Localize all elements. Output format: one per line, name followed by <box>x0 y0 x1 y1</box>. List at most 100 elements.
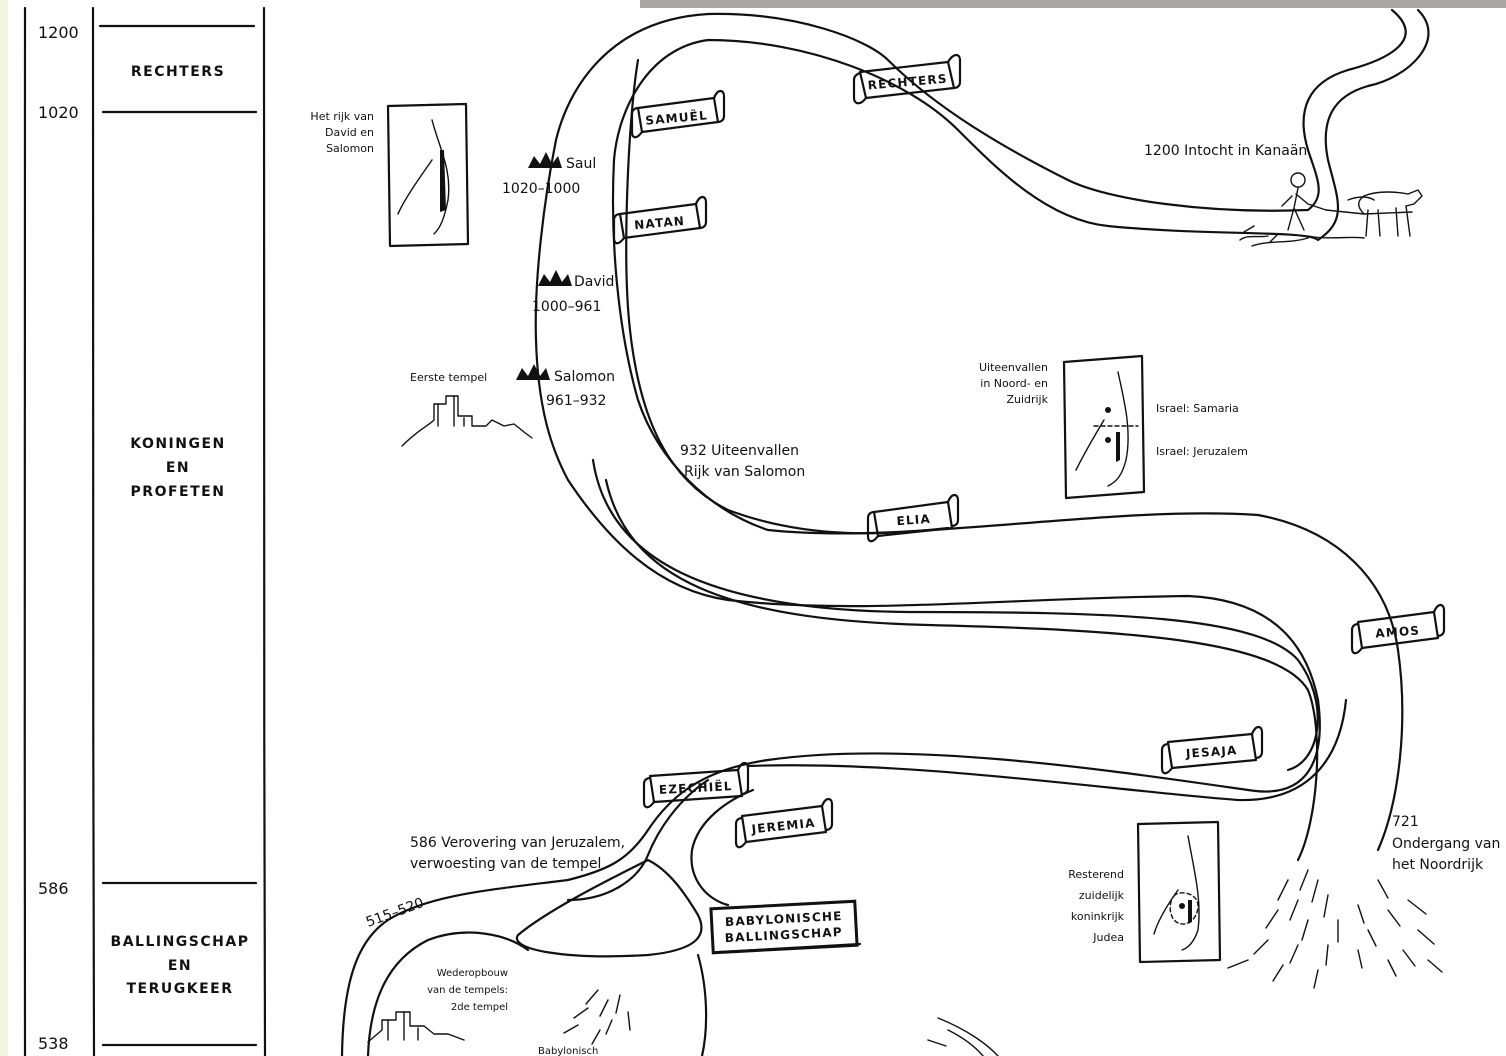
banner-jesaja: JESAJA <box>1160 725 1264 775</box>
crown-icon <box>516 364 550 380</box>
banner-elia-label: ELIA <box>896 512 931 528</box>
note-eerste-tempel: Eerste tempel <box>401 371 533 447</box>
river-bank-inner <box>625 58 950 535</box>
era-ballingschap: BALLINGSCHAP <box>111 934 250 950</box>
resterend-line-4: Judea <box>1092 931 1124 944</box>
timeline-divider <box>91 6 96 1056</box>
river-bank-lower <box>746 698 1348 802</box>
banner-ezechiel: EZECHIËL <box>642 761 750 809</box>
banner-natan: NATAN <box>612 195 708 245</box>
temple-icon <box>401 395 533 447</box>
king-salomon: Salomon 961–932 <box>516 364 615 409</box>
year-label-586: 586 <box>38 879 69 898</box>
river-branch-left <box>566 778 710 902</box>
river-lower-bank <box>366 931 530 1056</box>
sketch-strokes-bottom <box>927 1017 999 1056</box>
year-label-538: 538 <box>38 1034 69 1053</box>
note-intocht: 1200 Intocht in Kanaän <box>1144 143 1307 159</box>
map-uiteenvallen <box>1062 354 1146 500</box>
river-branch-right <box>690 788 755 907</box>
river-bank-upper-right <box>611 8 1430 852</box>
river-timeline-diagram: 1200 1020 586 538 RECHTERS KONINGEN EN P… <box>23 6 1500 1056</box>
era-en: EN <box>166 460 190 476</box>
ondergang-line-3: het Noordrijk <box>1392 857 1484 873</box>
river-bank-outer <box>340 8 1407 1056</box>
king-saul-years: 1020–1000 <box>502 181 580 197</box>
banner-elia: ELIA <box>866 493 960 543</box>
crown-icon <box>528 152 562 168</box>
banner-amos: AMOS <box>1350 603 1446 655</box>
ondergang-line-1: 721 <box>1392 814 1419 830</box>
river <box>340 8 1443 1056</box>
banner-ezechiel-label: EZECHIËL <box>658 778 733 797</box>
rijk-david-line-3: Salomon <box>326 142 374 155</box>
era-koningen: KONINGEN <box>130 436 226 452</box>
river-island <box>515 858 703 958</box>
banner-jeremia-label: JEREMIA <box>750 816 816 837</box>
crown-icon <box>538 270 572 286</box>
rijk-david-line-1: Het rijk van <box>310 110 374 123</box>
babylon-delta-strokes <box>563 989 631 1045</box>
timeline-column: 1200 1020 586 538 RECHTERS KONINGEN EN P… <box>23 6 267 1056</box>
note-verovering: 586 Verovering van Jeruzalem, verwoestin… <box>410 835 625 872</box>
wederopbouw-line-1: Wederopbouw <box>437 968 508 979</box>
year-label-1200: 1200 <box>38 23 79 42</box>
era-terugkeer: TERUGKEER <box>126 981 233 997</box>
timeline-left-border <box>23 6 27 1056</box>
note-babylonisch: Babylonisch <box>538 1046 598 1056</box>
ondergang-line-2: Ondergang van <box>1392 836 1500 852</box>
wederopbouw-line-2: van de tempels: <box>427 985 508 996</box>
banner-jeremia: JEREMIA <box>734 797 834 849</box>
banner-rechters-label: RECHTERS <box>867 72 948 93</box>
king-david-name: David <box>574 274 614 290</box>
king-saul: Saul 1020–1000 <box>502 152 596 197</box>
river-delta-strokes <box>1227 869 1443 989</box>
banner-natan-label: NATAN <box>634 214 686 232</box>
verovering-line-2: verwoesting van de tempel <box>410 856 601 872</box>
note-resterend: Resterend zuidelijk koninkrijk Judea <box>1068 868 1124 944</box>
river-bank-middle <box>591 458 1319 772</box>
banner-rechters: RECHTERS <box>852 53 962 105</box>
era-profeten: PROFETEN <box>131 484 226 500</box>
river-bank-middle-2 <box>604 478 1319 862</box>
uiteenvallen-map-line-1: Uiteenvallen <box>979 361 1048 374</box>
box-babylonische-ballingschap: BABYLONISCHE BALLINGSCHAP <box>709 899 862 955</box>
verovering-line-1: 586 Verovering van Jeruzalem, <box>410 835 625 851</box>
king-david: David 1000–961 <box>532 270 614 315</box>
second-temple-icon <box>367 1011 465 1043</box>
banner-samuel: SAMUËL <box>630 89 726 139</box>
note-uiteenvallen-rijk: 932 Uiteenvallen Rijk van Salomon <box>680 443 805 480</box>
uiteenvallen-map-line-2: in Noord- en <box>980 377 1048 390</box>
note-ondergang: 721 Ondergang van het Noordrijk <box>1392 814 1500 873</box>
rijk-david-line-2: David en <box>325 126 374 139</box>
resterend-line-3: koninkrijk <box>1071 910 1125 923</box>
note-israel-samaria: Israel: Samaria <box>1156 402 1239 415</box>
resterend-line-2: zuidelijk <box>1079 889 1125 902</box>
note-rijk-david: Het rijk van David en Salomon <box>310 110 374 155</box>
farmer-plowing-illustration <box>1239 172 1423 247</box>
uiteenvallen-rijk-line-1: 932 Uiteenvallen <box>680 443 799 459</box>
illustration-canvas: 1200 1020 586 538 RECHTERS KONINGEN EN P… <box>8 0 1506 1056</box>
era-en-2: EN <box>168 958 192 974</box>
king-salomon-name: Salomon <box>554 369 615 385</box>
banner-jesaja-label: JESAJA <box>1185 743 1238 761</box>
river-lower-right <box>696 953 708 1056</box>
king-david-years: 1000–961 <box>532 299 601 315</box>
king-salomon-years: 961–932 <box>546 393 606 409</box>
top-band <box>640 0 1506 8</box>
banner-samuel-label: SAMUËL <box>645 107 709 127</box>
note-israel-jeruzalem: Israel: Jeruzalem <box>1156 445 1248 458</box>
note-period-515: 515–520 <box>364 895 426 931</box>
banner-amos-label: AMOS <box>1375 623 1421 640</box>
eerste-tempel-label: Eerste tempel <box>410 371 487 384</box>
timeline-right-border <box>262 6 267 1056</box>
uiteenvallen-rijk-line-2: Rijk van Salomon <box>684 464 805 480</box>
note-uiteenvallen-map: Uiteenvallen in Noord- en Zuidrijk <box>979 361 1049 406</box>
year-label-1020: 1020 <box>38 103 79 122</box>
resterend-line-1: Resterend <box>1068 868 1124 881</box>
ballingschap-label: BALLINGSCHAP <box>724 925 843 945</box>
uiteenvallen-map-line-3: Zuidrijk <box>1006 393 1048 406</box>
note-wederopbouw: Wederopbouw van de tempels: 2de tempel <box>367 968 508 1043</box>
king-saul-name: Saul <box>566 156 596 172</box>
map-rijk-david <box>386 102 470 248</box>
